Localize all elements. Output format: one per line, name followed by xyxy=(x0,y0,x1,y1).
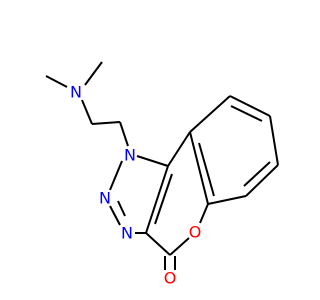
atom-o-ring: O xyxy=(189,223,202,242)
bond-c9a-c5a-b xyxy=(198,142,215,197)
atom-n2-triazole: N xyxy=(99,189,111,208)
bond-c3a-c4 xyxy=(145,232,171,256)
atom-n3-triazole: N xyxy=(121,224,133,243)
atom-n1-triazole: N xyxy=(124,146,136,165)
bond-c7-c6-b xyxy=(243,161,271,187)
bond-c3a-c9b-b xyxy=(154,173,173,225)
bond-ch2-n1 xyxy=(119,121,129,147)
bond-c9a-c9 xyxy=(189,95,231,133)
bond-ch2-ch2 xyxy=(91,121,121,125)
bond-c9-c8-a xyxy=(229,95,271,117)
molecule-diagram: N N N N O O xyxy=(45,61,279,288)
bond-c3a-c9b-a xyxy=(145,165,169,234)
bond-n-ch2 xyxy=(81,99,93,125)
bond-c9b-n1 xyxy=(136,155,169,167)
bond-c7-c6-a xyxy=(245,164,279,197)
atom-n-dimethylamino: N xyxy=(70,83,82,102)
bond-n-methyl2 xyxy=(84,61,103,86)
bond-c8-c7 xyxy=(269,115,279,166)
bond-c9-c8-b xyxy=(230,105,263,122)
bond-o5-c5a xyxy=(199,203,209,224)
bond-methyl1-n xyxy=(45,75,68,88)
bonds xyxy=(45,61,279,270)
bond-n2-n3-a xyxy=(109,205,121,226)
atom-o-carbonyl: O xyxy=(164,269,177,288)
bond-c4-o5 xyxy=(169,237,190,256)
bond-c9a-c5a-a xyxy=(189,131,209,205)
atom-labels: N N N N O O xyxy=(70,83,201,288)
bond-n2-n3-b xyxy=(117,200,126,217)
bond-n1-n2 xyxy=(109,160,123,191)
bond-c6-c5a xyxy=(207,195,247,205)
bond-c9a-c9b xyxy=(167,131,191,167)
